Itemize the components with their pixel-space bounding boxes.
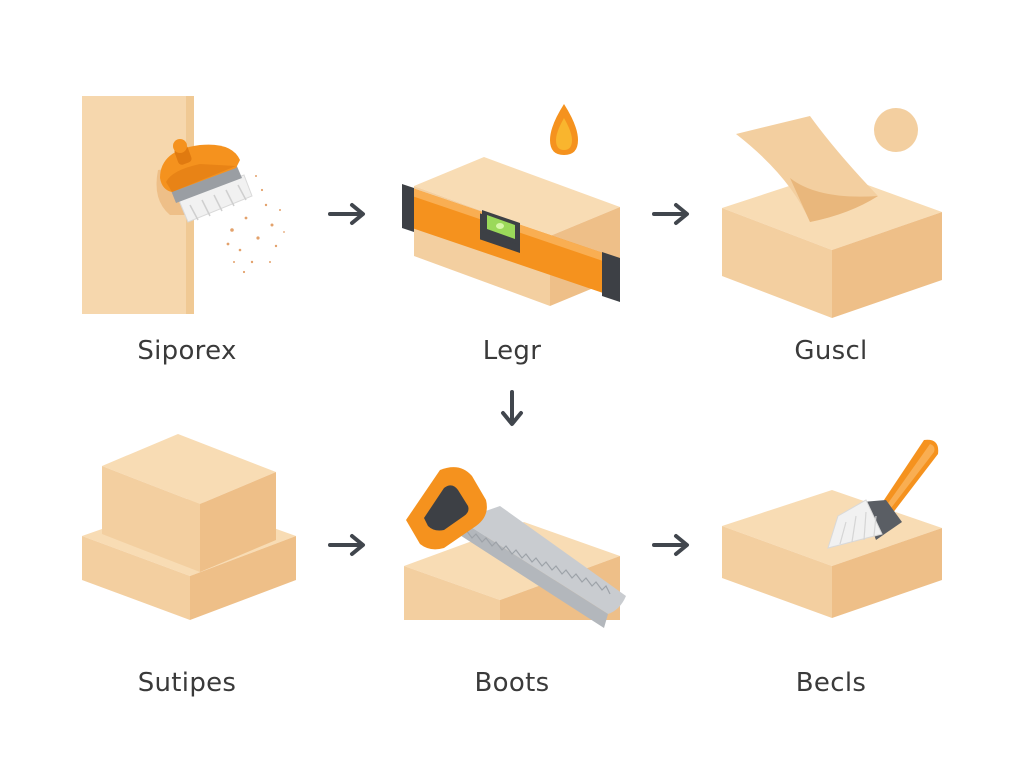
- step-1-label: Siporex: [137, 336, 237, 366]
- step-6-label: Becls: [795, 668, 867, 698]
- step-4-label: Sutipes: [137, 668, 237, 698]
- step-2-label: Legr: [482, 336, 542, 366]
- block-top: [414, 157, 620, 236]
- step-3-illustration: [722, 108, 942, 318]
- step-2-illustration: [402, 104, 620, 306]
- arrow-2-down: [501, 390, 523, 426]
- step-6-illustration: [722, 439, 942, 618]
- step-4-illustration: [82, 434, 296, 620]
- dust-particles: [226, 175, 285, 274]
- arrow-2-to-3: [652, 203, 689, 225]
- hand-saw-icon: [406, 467, 626, 628]
- step-3-label: Guscl: [794, 336, 868, 366]
- spirit-level-icon: [402, 184, 620, 302]
- step-5-illustration: [404, 467, 626, 628]
- sanding-sheet-icon: [736, 116, 878, 222]
- brush-on-panel-icon: [160, 139, 253, 223]
- paint-brush-icon: [827, 439, 939, 549]
- step-5-label: Boots: [474, 668, 550, 698]
- arrow-4-to-5: [328, 534, 365, 556]
- sun-circle: [874, 108, 918, 152]
- arrow-1-to-2: [328, 203, 365, 225]
- step-1-illustration: [82, 96, 285, 314]
- arrow-5-to-6: [652, 534, 689, 556]
- stacked-blocks-icon: [82, 434, 296, 620]
